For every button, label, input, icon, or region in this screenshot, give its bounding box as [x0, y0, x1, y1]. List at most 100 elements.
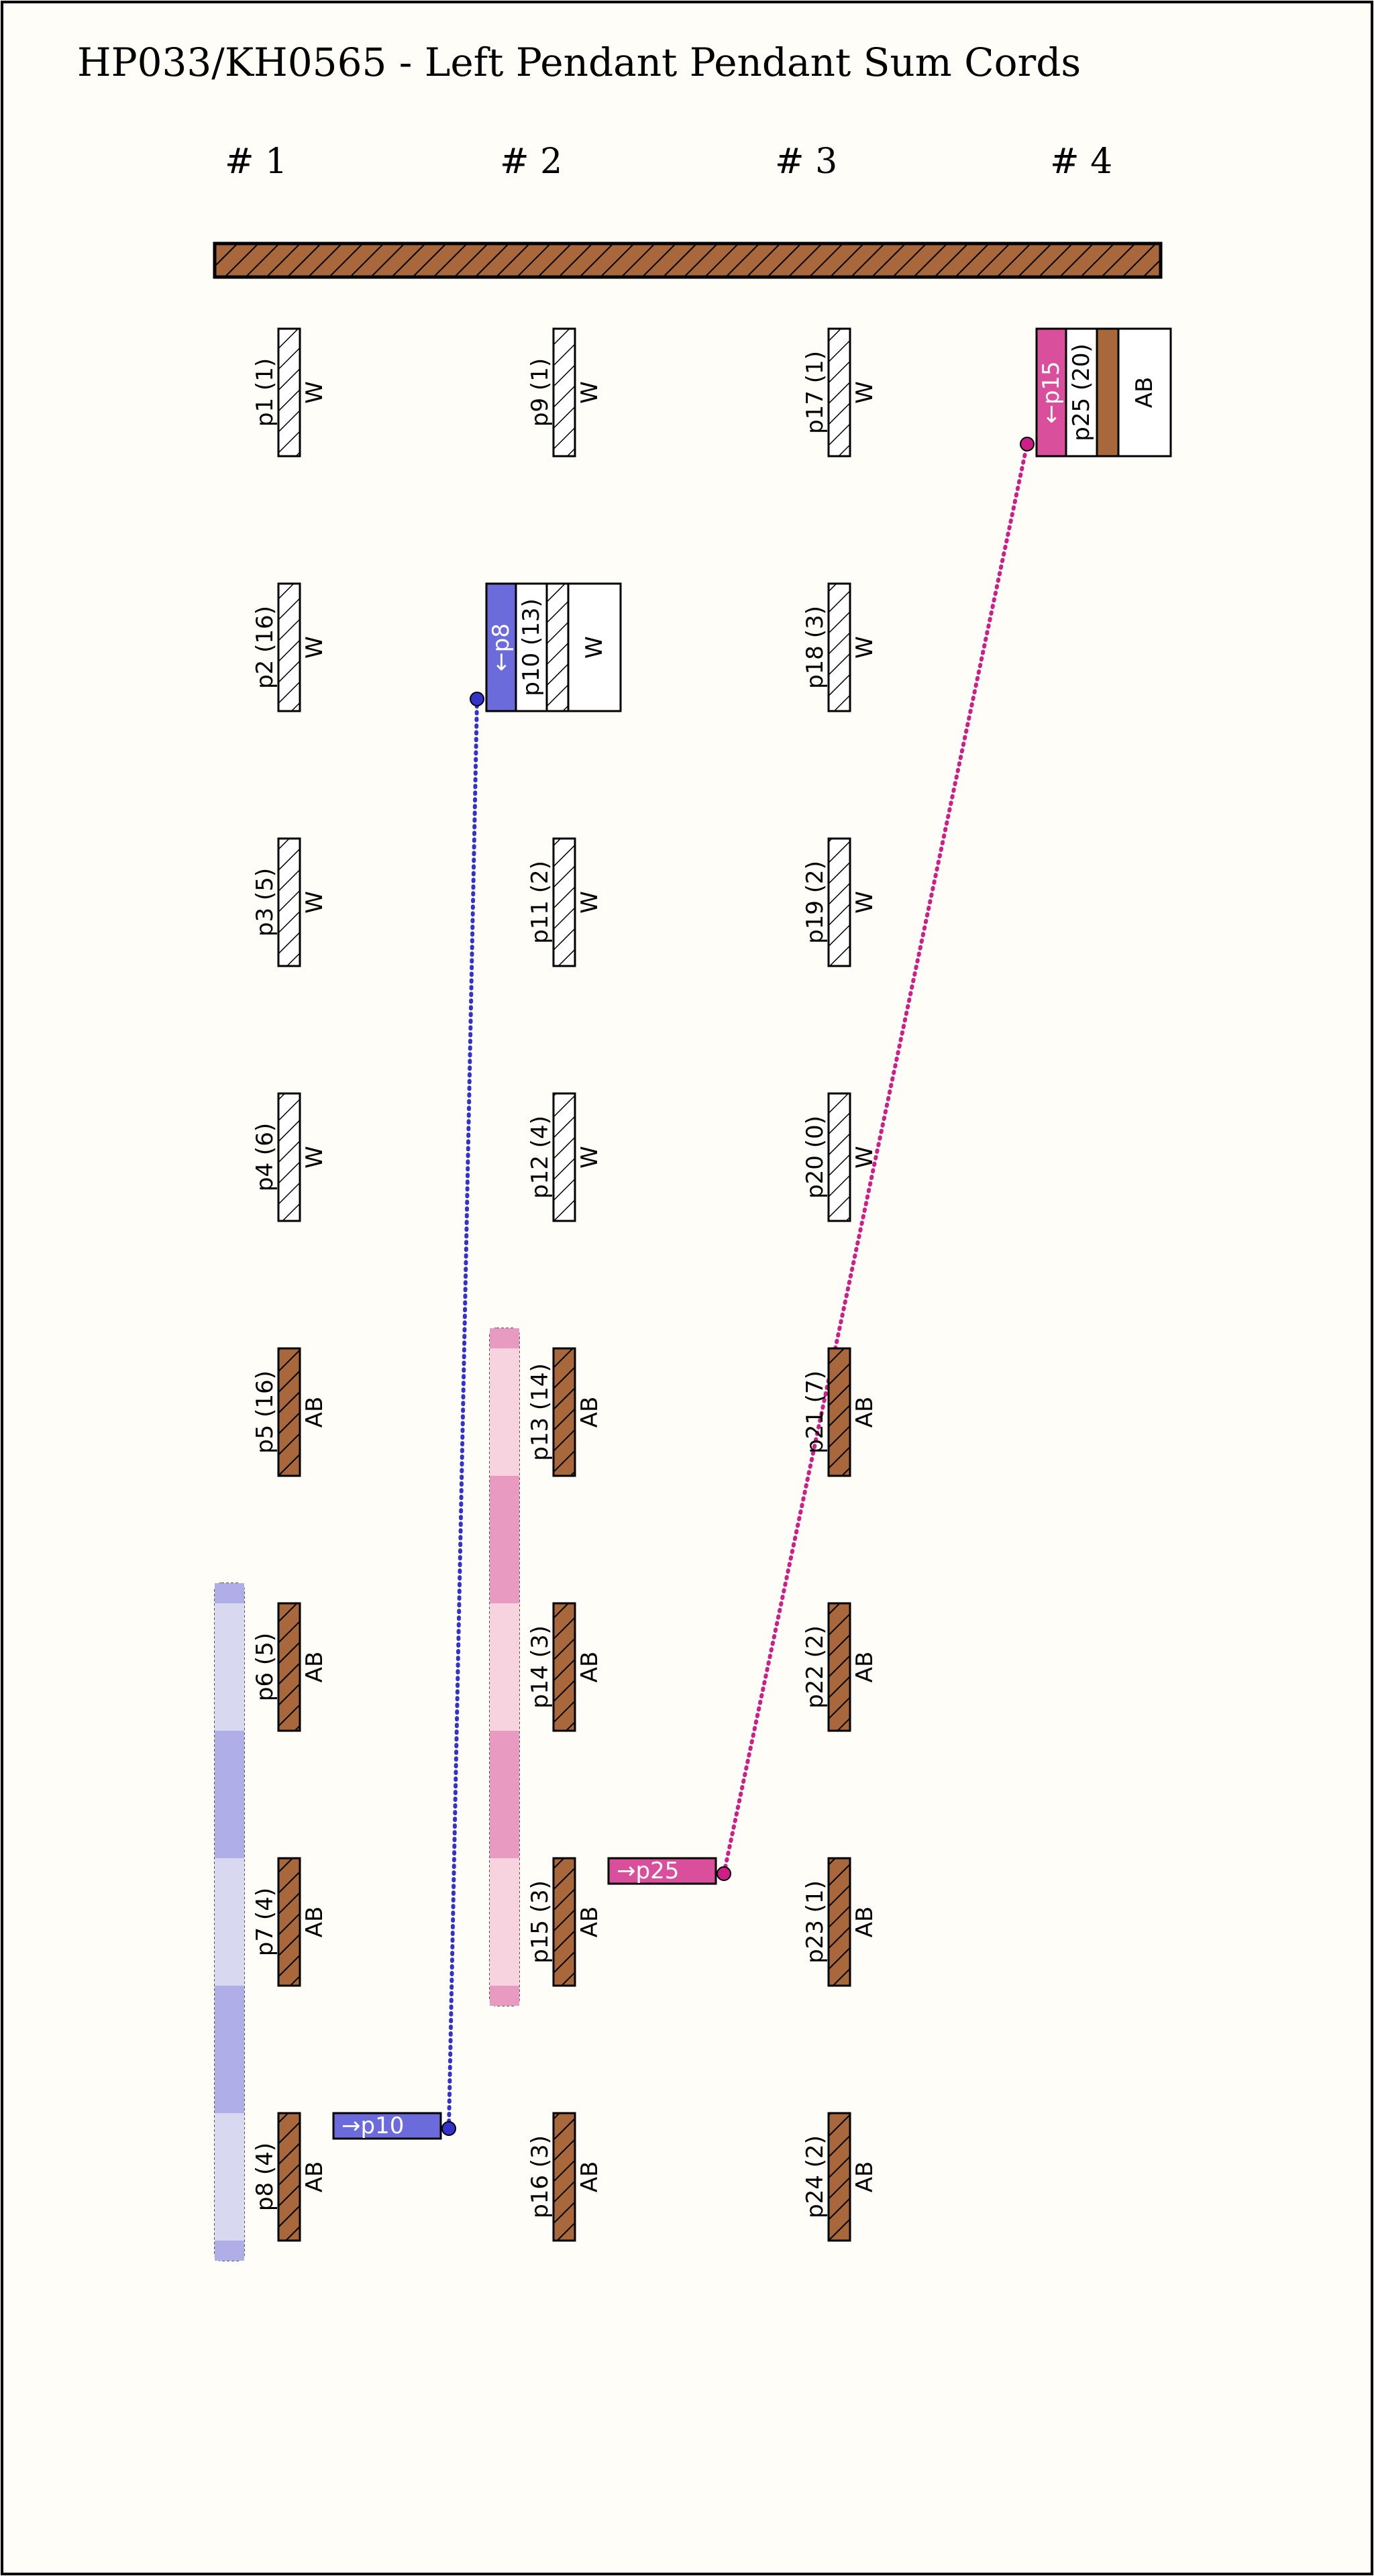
cord-label-p9: p9 (1)	[527, 358, 553, 427]
cord-color-p18: W	[851, 636, 878, 659]
cord-color-p19: W	[851, 891, 878, 914]
cord-color-p13: AB	[576, 1397, 603, 1428]
group-label-3: # 3	[775, 142, 837, 182]
cord-label-p24: p24 (2)	[802, 2135, 829, 2218]
cord-color-p22: AB	[851, 1652, 878, 1683]
group-label-2: # 2	[500, 142, 562, 182]
cord-color-p16: AB	[576, 2161, 603, 2193]
sum-range-layer	[214, 1328, 520, 2261]
cord-color-p5: AB	[301, 1397, 328, 1428]
pendant-cord-p6: p6 (5) AB	[252, 1602, 328, 1732]
sum-tag-p8: →p10	[332, 2112, 442, 2140]
pendant-cord-p11: p11 (2) W	[527, 837, 603, 967]
page-title: HP033/KH0565 - Left Pendant Pendant Sum …	[77, 40, 1081, 85]
cord-color-p9: W	[576, 381, 603, 404]
pendant-cord-p24: p24 (2) AB	[802, 2112, 878, 2242]
sum-tag-label: →p10	[341, 2112, 404, 2139]
cord-label-p6: p6 (5)	[252, 1633, 278, 1701]
pendant-cord-p21: p21 (7) AB	[802, 1347, 878, 1477]
pendant-cord-p4: p4 (6) W	[252, 1092, 328, 1222]
group-label-4: # 4	[1050, 142, 1112, 182]
cord-label-p18: p18 (3)	[802, 606, 829, 689]
link-start-dot	[717, 1866, 731, 1881]
cord-label-p2: p2 (16)	[252, 606, 278, 689]
pendant-cord-p12: p12 (4) W	[527, 1092, 603, 1222]
cord-color-p21: AB	[851, 1397, 878, 1428]
pendant-cord-p2: p2 (16) W	[252, 582, 328, 712]
sum-range-p10	[214, 1582, 245, 2261]
cord-color-p7: AB	[301, 1907, 328, 1938]
cord-label-p1: p1 (1)	[252, 358, 278, 427]
cord-color-p14: AB	[576, 1652, 603, 1683]
pendant-cord-p17: p17 (1) W	[802, 327, 878, 458]
sum-link-p15-p25	[717, 437, 1035, 1881]
cord-label-p11: p11 (2)	[527, 861, 553, 944]
sum-tag-label: →p25	[617, 1858, 679, 1884]
cord-label-p23: p23 (1)	[802, 1880, 829, 1964]
cord-label-p12: p12 (4)	[527, 1116, 553, 1199]
sum-tag-p15: →p25	[607, 1857, 717, 1885]
cord-color-p8: AB	[301, 2161, 328, 2193]
cord-label-p5: p5 (16)	[252, 1371, 278, 1454]
sum-link-p8-p10	[441, 692, 484, 2136]
pendant-cord-p5: p5 (16) AB	[252, 1347, 328, 1477]
sum-link-layer	[441, 437, 1035, 2136]
pendant-cord-p13: p13 (14)AB	[527, 1347, 603, 1477]
cord-color-p24: AB	[851, 2161, 878, 2193]
pendant-cord-p22: p22 (2) AB	[802, 1602, 878, 1732]
pendant-cord-p1: p1 (1) W	[252, 327, 328, 458]
cord-label-p7: p7 (4)	[252, 1888, 278, 1956]
cord-color-p4: W	[301, 1146, 328, 1169]
pendant-cord-p9: p9 (1) W	[527, 327, 603, 458]
cord-color-p17: W	[851, 381, 878, 404]
sum-range-p25	[489, 1328, 520, 2006]
cord-color-p10: W	[581, 636, 608, 659]
cord-color-p6: AB	[301, 1652, 328, 1683]
pendant-cord-p19: p19 (2) W	[802, 837, 878, 967]
sum-cord-head	[485, 582, 517, 712]
cord-label-p8: p8 (4)	[252, 2143, 278, 2211]
cord-label-p22: p22 (2)	[802, 1625, 829, 1709]
cord-label-p10: p10 (13)	[518, 598, 545, 696]
cord-label-p15: p15 (3)	[527, 1880, 553, 1964]
link-end-dot	[470, 692, 484, 706]
link-end-dot	[1020, 437, 1035, 451]
cord-label-p25: p25 (20)	[1068, 343, 1095, 441]
cord-color-p11: W	[576, 891, 603, 914]
cord-color-p2: W	[301, 636, 328, 659]
pendant-cord-p14: p14 (3) AB	[527, 1602, 603, 1732]
cord-color-p3: W	[301, 891, 328, 914]
cord-color-p23: AB	[851, 1907, 878, 1938]
pendant-cord-p7: p7 (4) AB	[252, 1857, 328, 1987]
cord-label-p20: p20 (0)	[802, 1116, 829, 1199]
group-label-1: # 1	[225, 142, 287, 182]
cord-color-p25: AB	[1131, 377, 1158, 409]
cord-label-p16: p16 (3)	[527, 2135, 553, 2218]
cord-label-p3: p3 (5)	[252, 868, 278, 936]
cord-label-p21: p21 (7)	[802, 1371, 829, 1454]
cord-color-p20: W	[851, 1146, 878, 1169]
pendant-cord-p23: p23 (1) AB	[802, 1857, 878, 1987]
pendant-cord-layer: p1 (1)Wp2 (16)Wp3 (5)Wp4 (6)Wp5 (16)ABp6…	[252, 327, 1172, 2242]
sum-cord-head-label: ←p8	[488, 623, 515, 672]
cord-color-p12: W	[576, 1146, 603, 1169]
pendant-cord-p8: p8 (4) AB →p10	[252, 2112, 442, 2242]
pendant-cord-p16: p16 (3) AB	[527, 2112, 603, 2242]
pendant-cord-p18: p18 (3) W	[802, 582, 878, 712]
pendant-cord-p20: p20 (0) W	[802, 1092, 878, 1222]
cord-label-p4: p4 (6)	[252, 1123, 278, 1191]
link-start-dot	[441, 2121, 456, 2136]
cord-color-p1: W	[301, 381, 328, 404]
cord-color-p15: AB	[576, 1907, 603, 1938]
sum-cord-head-label: ←p15	[1038, 361, 1065, 423]
cord-label-p19: p19 (2)	[802, 861, 829, 944]
cord-label-p14: p14 (3)	[527, 1625, 553, 1709]
cord-label-p17: p17 (1)	[802, 351, 829, 434]
pendant-cord-p3: p3 (5) W	[252, 837, 328, 967]
sum-cord-head	[1035, 327, 1067, 458]
pendant-cord-p15: p15 (3) AB →p25	[527, 1857, 717, 1987]
